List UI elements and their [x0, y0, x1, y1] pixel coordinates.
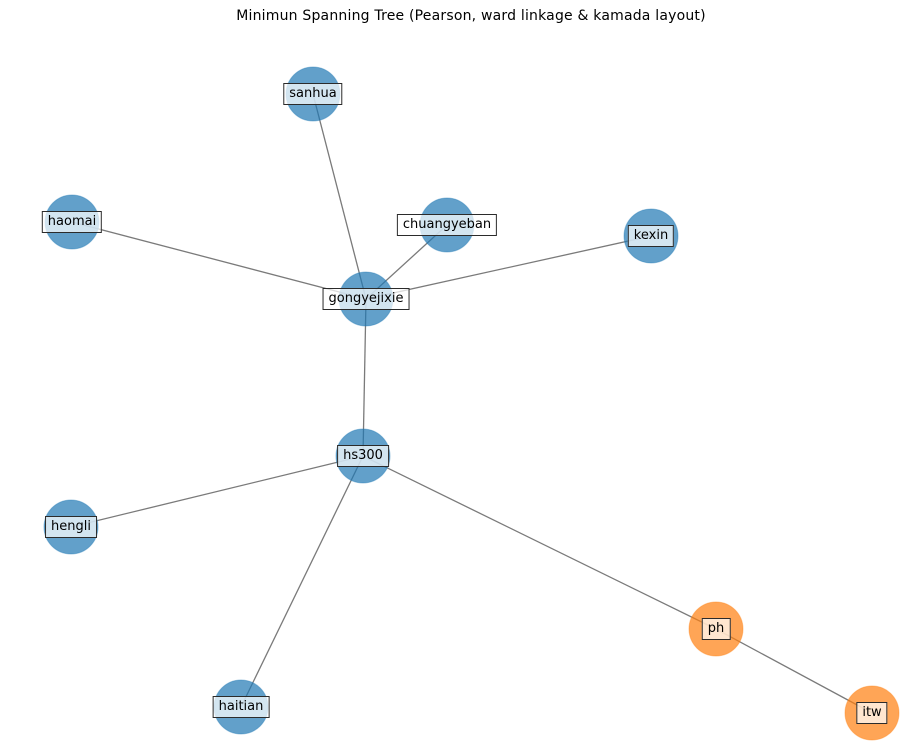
- graph-node-label-kexin: kexin: [627, 225, 675, 247]
- graph-edge-hs300-haitian: [240, 455, 364, 708]
- graph-node-label-gongyejixie: gongyejixie: [322, 288, 410, 310]
- graph-node-label-chuangyeban: chuangyeban: [396, 214, 498, 236]
- graph-node-label-hs300: hs300: [337, 445, 389, 467]
- graph-edge-ph-itw: [715, 628, 873, 714]
- graph-edge-hs300-ph: [362, 455, 717, 630]
- graph-node-label-itw: itw: [856, 702, 888, 724]
- chart-title: Minimun Spanning Tree (Pearson, ward lin…: [236, 8, 706, 24]
- graph-node-label-ph: ph: [701, 618, 731, 640]
- graph-node-label-hengli: hengli: [45, 516, 97, 538]
- graph-node-label-sanhua: sanhua: [283, 83, 343, 105]
- graph-edge-haomai-gongyejixie: [71, 221, 367, 300]
- graph-edge-sanhua-gongyejixie: [312, 93, 367, 300]
- graph-node-label-haitian: haitian: [212, 696, 270, 718]
- graph-edge-hs300-hengli: [70, 455, 364, 528]
- graph-node-label-haomai: haomai: [41, 211, 103, 233]
- graph-edge-kexin-gongyejixie: [365, 235, 652, 300]
